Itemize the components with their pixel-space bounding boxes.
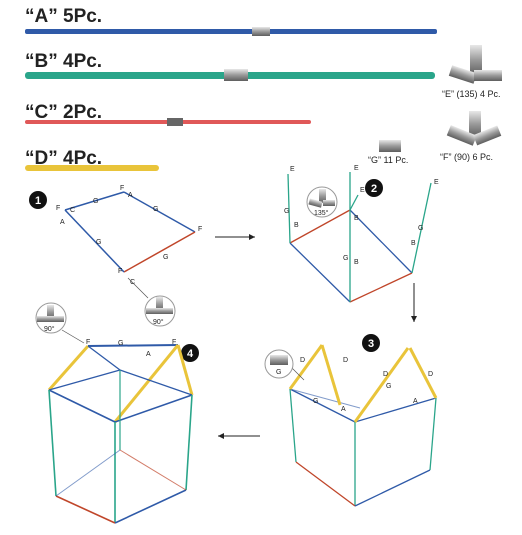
connector-f-label: “F” (90) 6 Pc. [440, 152, 493, 162]
step-2-label-b3: B [354, 259, 359, 266]
step-2-label-b1: B [294, 222, 299, 229]
step-4-label-a1: A [146, 351, 151, 358]
step-1-label-g4: G [96, 239, 101, 246]
step-2-corner-e-icon [308, 189, 335, 208]
step-1-label-f3: F [198, 226, 202, 233]
step-3-label-d3: D [383, 371, 388, 378]
step-3-sleeve-g-icon [270, 355, 288, 365]
step-2-label-e3: E [360, 187, 365, 194]
step-1-base-frame: 1 F A C G F A G F G G F C 90° [29, 185, 202, 327]
step-3-label-a1: A [341, 406, 346, 413]
step-4-finished-frame: 4 F G A F 90° [35, 302, 199, 524]
step-3-roof-rafters: 3 D D D D G G A A G [264, 334, 438, 507]
connector-e: “E” (135) 4 Pc. [442, 45, 502, 99]
step-1-label-g3: G [163, 254, 168, 261]
step-3-label-d4: D [428, 371, 433, 378]
part-d-tube [25, 165, 159, 171]
step-2-label-e4: E [434, 179, 439, 186]
step-2-label-g3: G [418, 225, 423, 232]
part-b-row: “B” 4Pc. [25, 51, 435, 81]
step-2-label-e1: E [290, 166, 295, 173]
step-2-label-e2: E [354, 165, 359, 172]
step-2-angle-135: 135° [314, 209, 329, 217]
part-b-label: “B” 4Pc. [25, 51, 102, 72]
part-a-tube [25, 29, 437, 34]
step-3-label-g-callout: G [276, 369, 281, 376]
step-2-walls: 2 E E E E G B B G B B G 135° [284, 165, 439, 303]
part-b-sleeve [224, 69, 248, 81]
step-2-number: 2 [371, 183, 377, 195]
part-a-row: “A” 5Pc. [25, 6, 437, 36]
step-4-corner-f-icon-left [37, 305, 64, 322]
step-2-label-b2: B [354, 215, 359, 222]
step-4-label-f1: F [86, 339, 90, 346]
step-3-label-d1: D [300, 357, 305, 364]
step-4-badge [181, 344, 199, 362]
connector-f: “F” (90) 6 Pc. [440, 111, 502, 162]
step-2-label-b4: B [411, 240, 416, 247]
step-3-label-g1: G [386, 383, 391, 390]
part-a-label: “A” 5Pc. [25, 6, 102, 27]
step-2-badge [365, 179, 383, 197]
step-1-angle-90: 90° [153, 318, 164, 326]
step-1-label-f2: F [120, 185, 124, 192]
step-2-label-g2: G [343, 255, 348, 262]
step-4-label-f2: F [172, 339, 176, 346]
step-3-label-d2: D [343, 357, 348, 364]
step-1-corner-f-icon [146, 297, 173, 314]
connector-g-icon [379, 140, 401, 152]
part-c-sleeve [167, 118, 183, 126]
step-4-number: 4 [187, 348, 194, 360]
connector-g: “G” 11 Pc. [368, 140, 408, 165]
part-c-label: “C” 2Pc. [25, 102, 102, 123]
step-3-badge [362, 334, 380, 352]
step-3-number: 3 [368, 338, 374, 350]
connector-e-label: “E” (135) 4 Pc. [442, 89, 501, 99]
step-1-label-g1: G [93, 198, 98, 205]
step-1-label-g2: G [153, 206, 158, 213]
step-1-badge [29, 191, 47, 209]
connector-f-icon [446, 111, 502, 146]
step-2-label-g1: G [284, 208, 289, 215]
step-3-label-g2: G [313, 398, 318, 405]
step-1-label-f4: F [118, 268, 122, 275]
connector-e-icon [448, 45, 502, 84]
step-4-label-g1: G [118, 340, 123, 347]
step-4-angle-90: 90° [44, 325, 55, 333]
step-1-number: 1 [35, 195, 41, 207]
step-1-label-f1: F [56, 205, 60, 212]
connector-g-label: “G” 11 Pc. [368, 155, 408, 165]
part-d-label: “D” 4Pc. [25, 148, 102, 169]
step-3-label-a2: A [413, 398, 418, 405]
part-d-row: “D” 4Pc. [25, 148, 159, 171]
part-c-row: “C” 2Pc. [25, 102, 311, 126]
part-a-sleeve [252, 27, 270, 36]
step-1-label-a2: A [128, 192, 133, 199]
step-1-label-a1: A [60, 219, 65, 226]
step-1-label-c1: C [70, 207, 75, 214]
